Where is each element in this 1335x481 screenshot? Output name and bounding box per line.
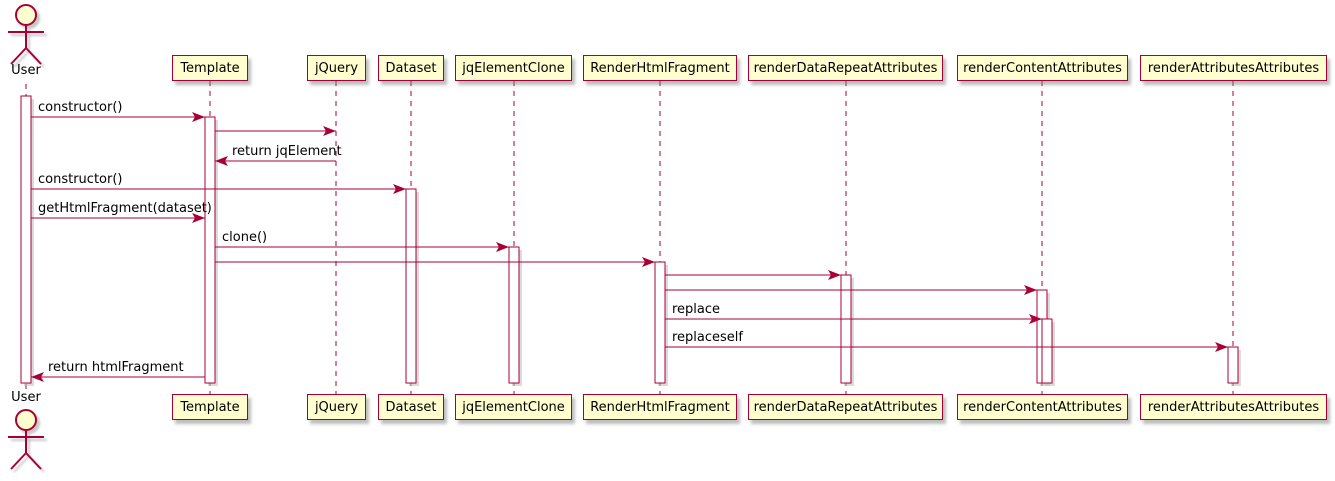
actor-leg-left	[10, 47, 27, 65]
message-label: constructor()	[38, 172, 122, 187]
participant-box-bottom-Template: Template	[172, 394, 248, 420]
message-arrowhead	[496, 242, 509, 252]
participant-box-bottom-renderDataRepeatAttributes: renderDataRepeatAttributes	[748, 394, 943, 420]
message-arrowhead	[192, 213, 205, 223]
actor-leg-right	[25, 47, 42, 65]
message-arrowhead	[192, 112, 205, 122]
participant-box-top-Dataset: Dataset	[378, 55, 444, 81]
actor-head	[15, 4, 37, 26]
actor-leg-right	[25, 452, 42, 470]
activation-bar	[204, 116, 216, 384]
activation-bar	[840, 274, 852, 384]
activation-bar	[1227, 346, 1239, 384]
participant-box-top-jqElementClone: jqElementClone	[455, 55, 572, 81]
participant-box-bottom-Dataset: Dataset	[378, 394, 444, 420]
message-arrowhead	[1215, 342, 1228, 352]
activation-bar	[654, 261, 666, 384]
activation-bar	[508, 246, 520, 384]
participant-box-bottom-jQuery: jQuery	[307, 394, 366, 420]
participant-box-top-renderDataRepeatAttributes: renderDataRepeatAttributes	[748, 55, 943, 81]
actor-head	[15, 409, 37, 431]
participant-box-top-RenderHtmlFragment: RenderHtmlFragment	[583, 55, 737, 81]
activation-bar	[405, 188, 417, 384]
message-label: clone()	[222, 230, 267, 245]
participant-box-bottom-renderAttributesAttributes: renderAttributesAttributes	[1140, 394, 1327, 420]
actor-label-bottom: User	[11, 390, 41, 405]
message-label: return htmlFragment	[48, 360, 184, 375]
message-label: getHtmlFragment(dataset)	[38, 201, 212, 216]
activation-bar	[20, 95, 32, 384]
participant-box-top-renderAttributesAttributes: renderAttributesAttributes	[1140, 55, 1327, 81]
message-arrowhead	[31, 372, 44, 382]
actor-figure-top	[8, 4, 44, 65]
message-arrowhead	[215, 156, 228, 166]
participant-box-top-Template: Template	[172, 55, 248, 81]
message-label: constructor()	[38, 100, 122, 115]
message-arrowhead	[642, 257, 655, 267]
message-arrowhead	[323, 126, 336, 136]
actor-leg-left	[10, 452, 27, 470]
message-arrowhead	[393, 184, 406, 194]
participant-box-bottom-jqElementClone: jqElementClone	[455, 394, 572, 420]
message-label: replaceself	[672, 330, 743, 345]
message-arrowhead	[1024, 285, 1037, 295]
activation-bar	[1041, 318, 1053, 384]
participant-box-bottom-renderContentAttributes: renderContentAttributes	[957, 394, 1128, 420]
message-arrowhead	[828, 270, 841, 280]
message-arrowhead	[1029, 314, 1042, 324]
message-label: return jqElement	[232, 144, 342, 159]
participant-box-bottom-RenderHtmlFragment: RenderHtmlFragment	[583, 394, 737, 420]
actor-figure-bottom	[8, 409, 44, 470]
message-label: replace	[672, 302, 720, 317]
participant-box-top-renderContentAttributes: renderContentAttributes	[957, 55, 1128, 81]
participant-box-top-jQuery: jQuery	[307, 55, 366, 81]
actor-label-top: User	[11, 63, 41, 78]
